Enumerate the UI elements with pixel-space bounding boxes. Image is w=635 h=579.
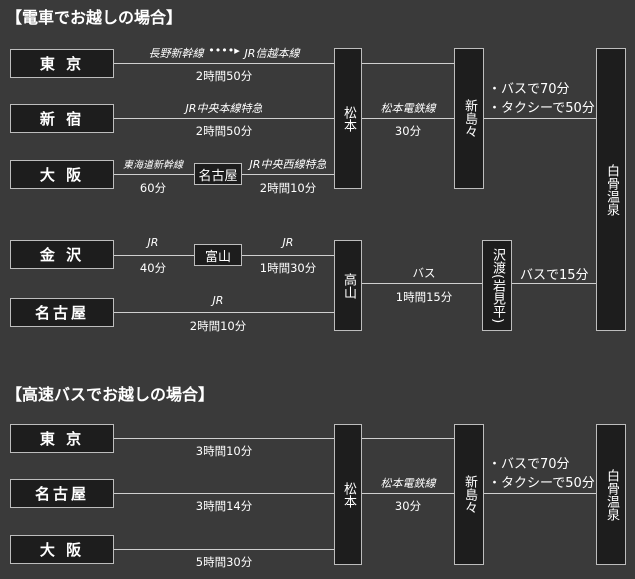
origin-shinjuku: 新 宿: [10, 104, 114, 133]
bus-line-matsumoto-top: [362, 438, 454, 439]
label-kanazawa-time-b: 1時間30分: [259, 261, 317, 275]
label-kanazawa-route-b: JR: [282, 236, 294, 249]
label-tokyo-route-a: 長野新幹線: [148, 47, 204, 60]
bus-origin-nagoya: 名古屋: [10, 479, 114, 508]
label-shinjuku-time: 2時間50分: [195, 124, 253, 138]
hub-matsumoto-label: 松本: [341, 105, 356, 132]
bus-label-matsumoto-time: 30分: [394, 499, 422, 513]
line-nagoya-takayama: [114, 312, 334, 313]
origin-osaka: 大 阪: [10, 160, 114, 189]
label-sawando-bus: バスで15分: [520, 268, 589, 283]
label-takayama-route: バス: [412, 266, 436, 280]
label-shinshima-bus: ・バスで70分: [488, 82, 570, 97]
label-osaka-route-b: JR中央西線特急: [249, 158, 327, 171]
label-takayama-time: 1時間15分: [395, 290, 453, 304]
bus-origin-tokyo: 東 京: [10, 424, 114, 453]
station-sawando: 沢渡(岩見平): [482, 240, 512, 331]
hub-matsumoto: 松本: [334, 48, 362, 189]
label-nagoya-route: JR: [212, 294, 224, 307]
bus-section-title: 【高速バスでお越しの場合】: [6, 385, 215, 404]
label-matsumoto-route: 松本電鉄線: [380, 102, 436, 115]
bus-station-shinshimashima-label: 新島々: [462, 475, 477, 514]
line-takayama-sawando: [362, 283, 482, 284]
origin-nagoya: 名古屋: [10, 298, 114, 327]
origin-tokyo: 東 京: [10, 49, 114, 78]
label-matsumoto-time: 30分: [394, 124, 422, 138]
bus-label-shinshima-bus: ・バスで70分: [488, 457, 570, 472]
bus-label-nagoya-time: 3時間14分: [195, 499, 253, 513]
label-osaka-time-b: 2時間10分: [259, 181, 317, 195]
line-kanazawa-toyama: [114, 255, 194, 256]
line-tokyo-matsumoto: [114, 63, 334, 64]
station-shinshimashima: 新島々: [454, 48, 484, 189]
hub-takayama: 高山: [334, 240, 362, 331]
label-kanazawa-time-a: 40分: [139, 261, 167, 275]
via-nagoya: 名古屋: [194, 163, 242, 185]
line-shinshimashima-shirahone: [484, 118, 596, 119]
station-sawando-label: 沢渡(岩見平): [490, 247, 505, 324]
train-section-title: 【電車でお越しの場合】: [6, 8, 183, 27]
bus-destination-shirahone-label: 白骨温泉: [604, 468, 619, 521]
label-nagoya-time: 2時間10分: [189, 319, 247, 333]
bus-line-tokyo: [114, 438, 334, 439]
label-osaka-time-a: 60分: [139, 181, 167, 195]
bus-label-shinshima-taxi: ・タクシーで50分: [488, 476, 595, 491]
label-tokyo-route-b: JR信越本線: [244, 47, 300, 60]
bus-line-nagoya: [114, 493, 334, 494]
line-nagoya-matsumoto: [242, 174, 334, 175]
bus-line-matsumoto-shinshimashima: [362, 493, 454, 494]
label-osaka-route-a: 東海道新幹線: [123, 160, 183, 171]
bus-hub-matsumoto: 松本: [334, 424, 362, 565]
label-shinjuku-route: JR中央本線特急: [185, 102, 263, 115]
bus-origin-osaka: 大 阪: [10, 535, 114, 564]
line-osaka-nagoya: [114, 174, 194, 175]
origin-kanazawa: 金 沢: [10, 240, 114, 269]
line-matsumoto-top: [362, 63, 454, 64]
bus-hub-matsumoto-label: 松本: [341, 481, 356, 508]
bus-label-osaka-time: 5時間30分: [195, 555, 253, 569]
bus-line-shinshimashima-shirahone: [484, 493, 596, 494]
bus-label-matsumoto-route: 松本電鉄線: [380, 477, 436, 490]
bus-destination-shirahone: 白骨温泉: [596, 424, 626, 565]
line-matsumoto-shinshimashima: [362, 118, 454, 119]
line-toyama-takayama: [242, 255, 334, 256]
label-tokyo-time: 2時間50分: [195, 69, 253, 83]
bus-station-shinshimashima: 新島々: [454, 424, 484, 565]
label-shinshima-taxi: ・タクシーで50分: [488, 101, 595, 116]
label-kanazawa-route-a: JR: [147, 236, 159, 249]
bus-line-osaka: [114, 549, 334, 550]
destination-shirahone-label: 白骨温泉: [604, 163, 619, 216]
line-shinjuku-matsumoto: [114, 118, 334, 119]
via-toyama: 富山: [194, 244, 242, 266]
destination-shirahone: 白骨温泉: [596, 48, 626, 331]
arrow-dots: ••••▸: [208, 44, 240, 57]
line-sawando-shirahone: [512, 283, 596, 284]
station-shinshimashima-label: 新島々: [462, 99, 477, 138]
bus-label-tokyo-time: 3時間10分: [195, 444, 253, 458]
hub-takayama-label: 高山: [341, 272, 356, 299]
